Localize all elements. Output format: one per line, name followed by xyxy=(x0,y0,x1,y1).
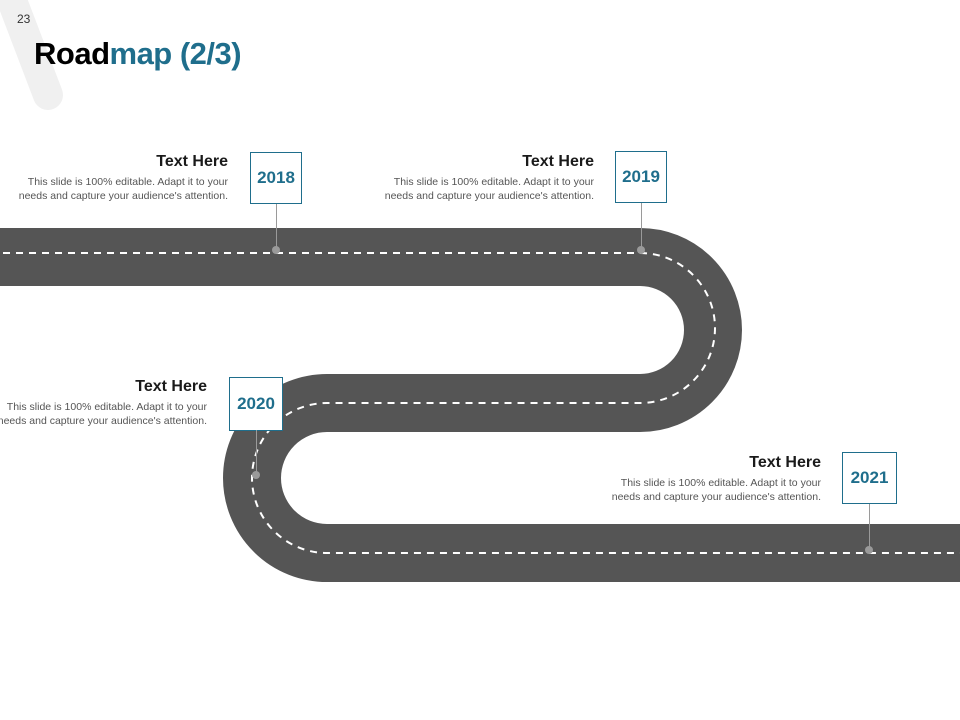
milestone-2020-text: Text Here This slide is 100% editable. A… xyxy=(0,378,207,448)
milestone-marker xyxy=(272,246,280,254)
milestone-heading: Text Here xyxy=(749,454,821,471)
milestone-marker xyxy=(252,471,260,479)
milestone-connector xyxy=(256,430,257,472)
title-part-map: map (2/3) xyxy=(109,36,242,71)
milestone-marker xyxy=(637,246,645,254)
slide-number: 23 xyxy=(17,12,31,26)
page-title: Roadmap (2/3) xyxy=(34,36,242,72)
milestone-heading: Text Here xyxy=(135,378,207,395)
milestone-description: This slide is 100% editable. Adapt it to… xyxy=(611,477,821,503)
milestone-2019-text: Text Here This slide is 100% editable. A… xyxy=(384,153,594,223)
title-part-road: Road xyxy=(34,36,110,71)
decorative-stripe xyxy=(0,0,63,110)
road-center-line xyxy=(0,252,960,554)
milestone-connector xyxy=(641,203,642,248)
milestone-description: This slide is 100% editable. Adapt it to… xyxy=(18,176,228,202)
milestone-heading: Text Here xyxy=(522,153,594,170)
milestone-heading: Text Here xyxy=(156,153,228,170)
milestone-2018-text: Text Here This slide is 100% editable. A… xyxy=(18,153,228,223)
milestone-connector xyxy=(869,504,870,548)
milestone-description: This slide is 100% editable. Adapt it to… xyxy=(0,401,207,427)
year-box-2021: 2021 xyxy=(842,452,897,504)
year-box-2020: 2020 xyxy=(229,377,283,431)
milestone-description: This slide is 100% editable. Adapt it to… xyxy=(384,176,594,202)
year-box-2019: 2019 xyxy=(615,151,667,203)
milestone-2021-text: Text Here This slide is 100% editable. A… xyxy=(611,454,821,524)
milestone-connector xyxy=(276,204,277,248)
year-box-2018: 2018 xyxy=(250,152,302,204)
milestone-marker xyxy=(865,546,873,554)
